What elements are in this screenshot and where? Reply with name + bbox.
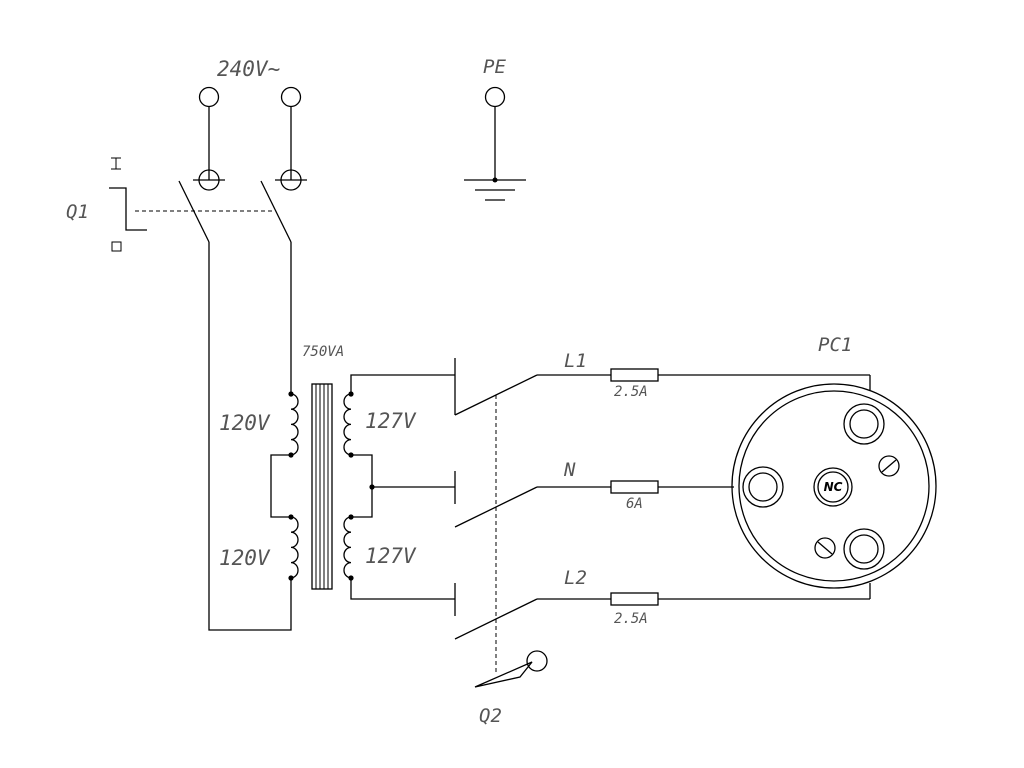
output-lines [537,374,871,600]
fuse-l1-rating: 2.5A [614,384,648,400]
l1-label: L1 [564,350,587,372]
q2-label: Q2 [479,705,502,727]
pe-ground [464,86,526,201]
secondary-wiring [350,358,456,616]
transformer-core [311,383,333,590]
primary-top-voltage: 120V [219,411,271,435]
fuse-n-rating: 6A [626,496,643,512]
primary-bottom-voltage: 120V [219,546,271,570]
primary-wiring [208,242,292,631]
primary-coil-bottom [288,514,299,581]
secondary-coil-bottom [343,514,354,581]
pc1-label: PC1 [818,334,852,356]
fuse-l2 [610,592,659,606]
secondary-top-voltage: 127V [365,409,417,433]
fuse-l2-rating: 2.5A [614,611,648,627]
fuse-l1 [610,368,659,382]
n-label: N [563,459,576,481]
switch-q2 [454,374,548,688]
socket-nc-label: NC [824,480,843,494]
l2-label: L2 [564,567,587,589]
secondary-bottom-voltage: 127V [365,544,417,568]
breaker-q1 [109,157,292,252]
q1-label: Q1 [66,201,89,223]
transformer-rating-label: 750VA [302,344,344,360]
primary-coil-top [288,391,299,458]
secondary-coil-top [343,391,354,458]
supply-voltage-label: 240V~ [217,57,280,81]
socket-pc1 [731,383,937,589]
supply-terminals [193,86,307,191]
fuse-n [610,480,659,494]
pe-label: PE [483,56,506,78]
